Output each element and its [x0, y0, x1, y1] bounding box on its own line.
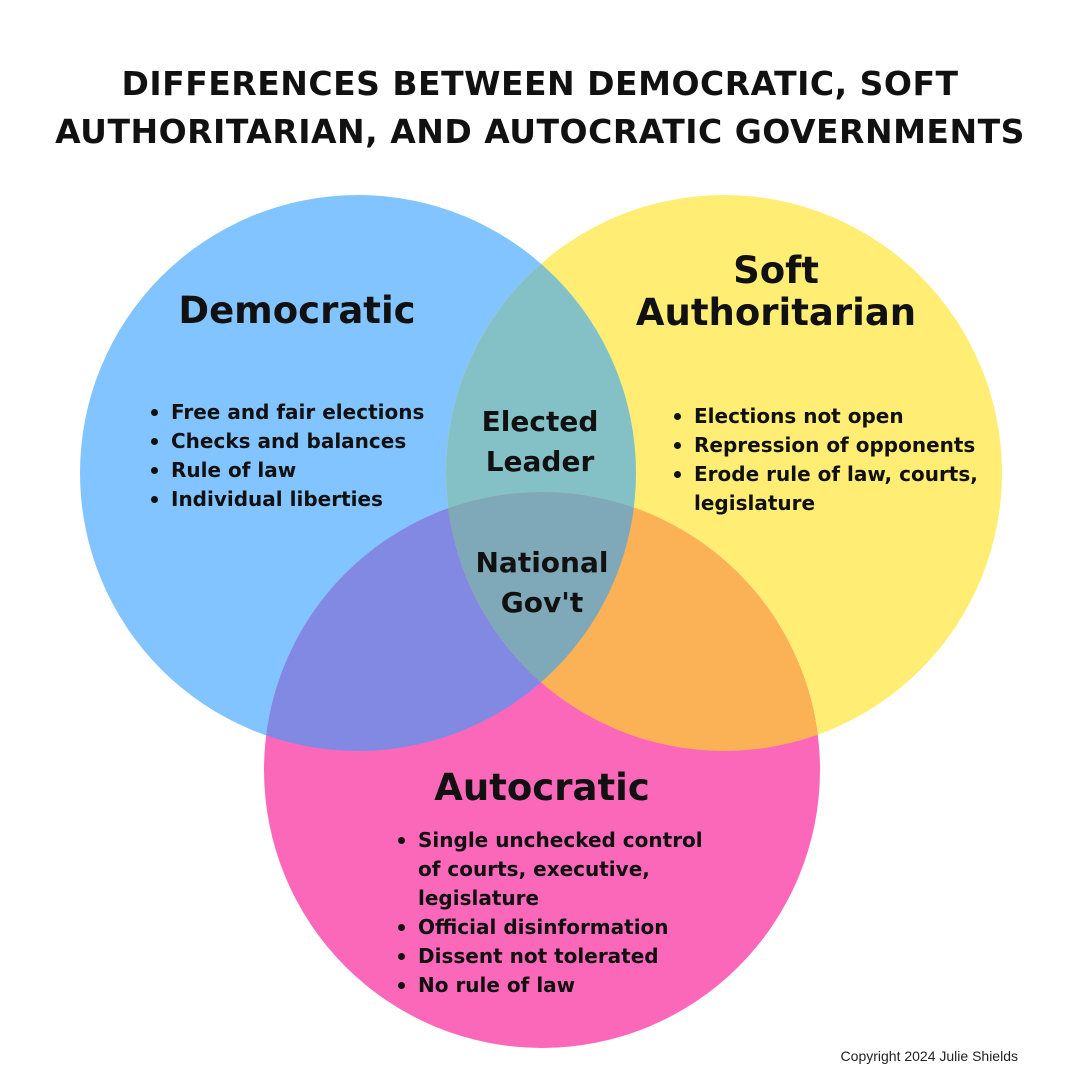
list-item: No rule of law: [394, 971, 724, 1000]
soft-autocratic-overlap: [446, 492, 820, 751]
list-item: Official disinformation: [394, 913, 724, 942]
title-line-1: DIFFERENCES BETWEEN DEMOCRATIC, SOFT: [121, 64, 959, 103]
national-govt-line-1: National: [475, 546, 609, 579]
soft-authoritarian-label-line-2: Authoritarian: [635, 291, 917, 334]
soft-authoritarian-label: Soft Authoritarian: [616, 250, 936, 334]
autocratic-label-text: Autocratic: [434, 766, 650, 809]
list-item: Erode rule of law, courts, legislature: [670, 460, 1000, 518]
list-item: Elections not open: [670, 402, 1000, 431]
list-item: Dissent not tolerated: [394, 942, 724, 971]
list-item: Individual liberties: [147, 485, 447, 514]
copyright-text: Copyright 2024 Julie Shields: [840, 1048, 1018, 1064]
democratic-autocratic-overlap: [264, 492, 636, 751]
soft-authoritarian-list: Elections not open Repression of opponen…: [670, 402, 1000, 518]
democratic-label-text: Democratic: [178, 289, 416, 332]
list-item: Single unchecked control of courts, exec…: [394, 826, 718, 913]
list-item: Free and fair elections: [147, 398, 447, 427]
elected-leader-line-1: Elected: [481, 405, 599, 438]
list-item: Repression of opponents: [670, 431, 1000, 460]
title-line-2: AUTHORITARIAN, AND AUTOCRATIC GOVERNMENT…: [55, 112, 1025, 151]
autocratic-list: Single unchecked control of courts, exec…: [394, 826, 724, 1000]
autocratic-label: Autocratic: [392, 767, 692, 809]
national-govt-label: National Gov't: [447, 543, 637, 623]
elected-leader-line-2: Leader: [485, 445, 595, 478]
national-govt-line-2: Gov't: [500, 586, 584, 619]
democratic-label: Democratic: [147, 290, 447, 332]
diagram-title: DIFFERENCES BETWEEN DEMOCRATIC, SOFT AUT…: [0, 60, 1080, 156]
soft-authoritarian-label-line-1: Soft: [733, 249, 819, 292]
list-item: Rule of law: [147, 456, 447, 485]
list-item: Checks and balances: [147, 427, 447, 456]
democratic-list: Free and fair elections Checks and balan…: [147, 398, 447, 514]
elected-leader-label: Elected Leader: [450, 402, 630, 482]
